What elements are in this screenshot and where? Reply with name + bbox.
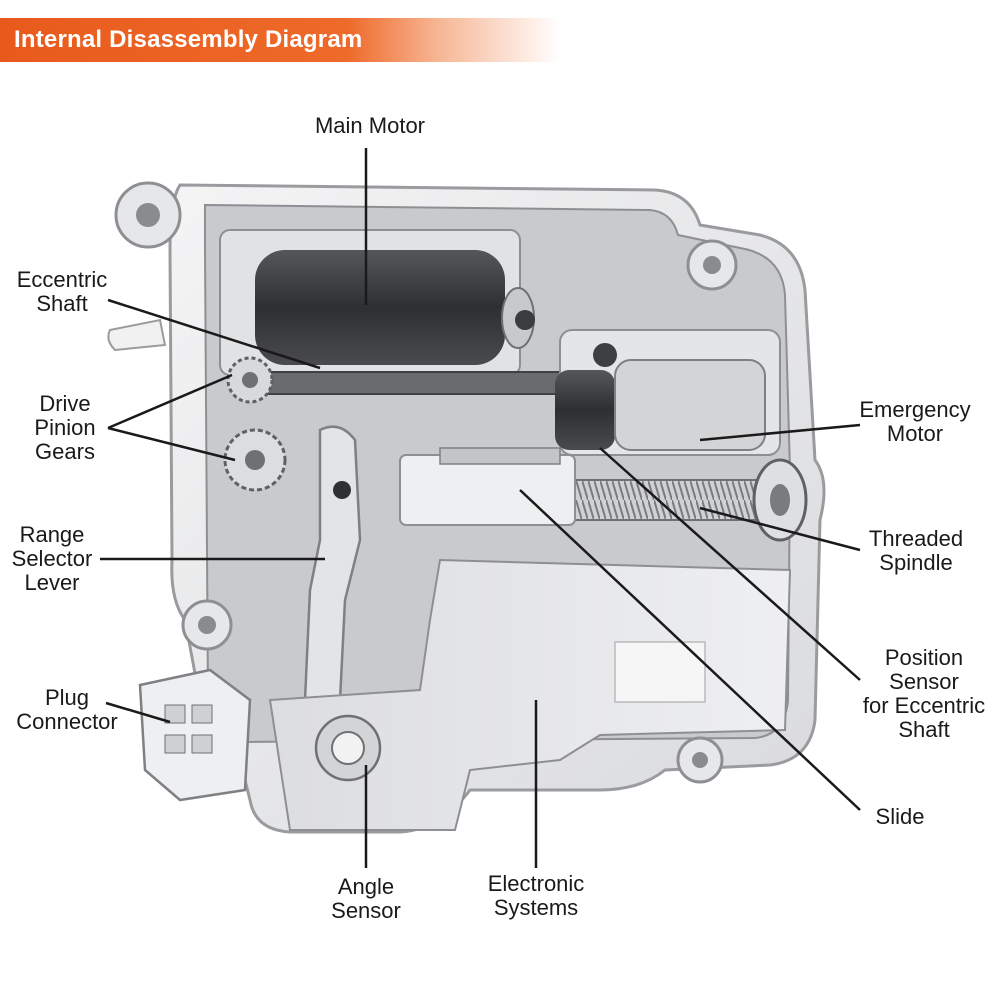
slide: [399, 447, 576, 526]
callout-text: Sensor: [889, 669, 959, 694]
callout-text: Shaft: [36, 291, 88, 316]
plug-connector: [138, 668, 252, 802]
callout-text: Electronic: [487, 871, 585, 896]
leader-drive-pinion-b: [107, 426, 236, 462]
callout-text: Spindle: [879, 550, 953, 575]
callout-text: Emergency: [859, 397, 971, 422]
leader-emergency-motor: [699, 423, 861, 442]
callout-text: Sensor: [331, 898, 401, 923]
callout-text: for Eccentric: [862, 693, 986, 718]
drive-pinion-gears: [223, 356, 287, 492]
callout-text: Plug: [44, 685, 90, 710]
leader-eccentric-shaft: [107, 298, 321, 370]
callout-text: Angle: [337, 874, 395, 899]
main-motor: [219, 229, 535, 376]
callout-text: Lever: [24, 570, 80, 595]
callout-slide: Slide: [862, 805, 938, 829]
callout-text: Range: [19, 522, 85, 547]
callout-eccentric-shaft: Eccentric Shaft: [2, 268, 122, 316]
callout-text: Eccentric: [16, 267, 108, 292]
callout-text: Shaft: [898, 717, 950, 742]
leader-plug-connector: [105, 701, 171, 724]
callout-text: Pinion: [34, 415, 96, 440]
angle-sensor: [314, 714, 382, 782]
callout-text: Position: [884, 645, 964, 670]
callout-text: Drive: [39, 391, 91, 416]
callout-text: Main Motor: [314, 113, 426, 138]
leader-drive-pinion-a: [107, 373, 233, 430]
callout-angle-sensor: Angle Sensor: [316, 875, 416, 923]
header-band: [0, 18, 560, 62]
page-title: Internal Disassembly Diagram: [14, 26, 363, 53]
callout-position-sensor: Position Sensor for Eccentric Shaft: [850, 646, 998, 742]
callout-threaded-spindle: Threaded Spindle: [858, 527, 974, 575]
callout-emergency-motor: Emergency Motor: [845, 398, 985, 446]
leader-slide: [519, 489, 861, 811]
leader-threaded-spindle: [699, 506, 861, 552]
callout-electronic-systems: Electronic Systems: [466, 872, 606, 920]
callout-drive-pinion-gears: Drive Pinion Gears: [15, 392, 115, 464]
emergency-motor: [555, 329, 781, 456]
threaded-spindle: [559, 458, 808, 542]
callout-main-motor: Main Motor: [295, 114, 445, 138]
electronic-systems-board: [268, 558, 792, 831]
callout-range-selector-lever: Range Selector Lever: [0, 523, 104, 595]
callout-text: Slide: [875, 804, 925, 829]
callout-text: Threaded: [868, 526, 964, 551]
eccentric-shaft: [239, 371, 571, 395]
callout-plug-connector: Plug Connector: [2, 686, 132, 734]
leader-position-sensor: [599, 447, 861, 681]
callout-text: Motor: [886, 421, 944, 446]
callout-text: Systems: [493, 895, 579, 920]
callout-text: Gears: [35, 439, 95, 464]
callout-text: Connector: [16, 709, 118, 734]
callout-text: Selector: [11, 546, 93, 571]
leader-lines: [100, 148, 861, 868]
